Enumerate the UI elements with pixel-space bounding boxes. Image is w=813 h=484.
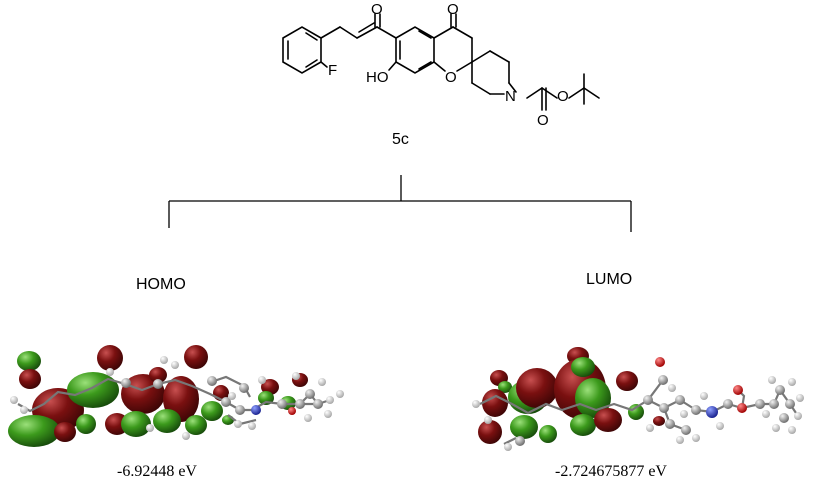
- lumo-orbital-render: [472, 347, 804, 451]
- hydroxyl-label: HO: [366, 69, 389, 86]
- ketone-oxygen-label: O: [371, 1, 383, 18]
- chromanone-oxygen-label: O: [447, 1, 459, 18]
- homo-orbital-render: [8, 345, 344, 447]
- ring-oxygen-label: O: [445, 69, 457, 86]
- chemical-structure-5c: [282, 13, 600, 111]
- compound-label: 5c: [392, 131, 409, 148]
- nitrogen-atom-label: N: [505, 88, 516, 105]
- lumo-label: LUMO: [586, 271, 633, 288]
- homo-label: HOMO: [136, 276, 186, 293]
- lumo-energy: -2.724675877 eV: [555, 463, 667, 480]
- lumo-atoms: [472, 357, 804, 451]
- branch-bracket: [168, 175, 632, 232]
- homo-orbital-lobes: [8, 345, 308, 447]
- homo-energy: -6.92448 eV: [117, 463, 197, 480]
- carbamate-oxygen-label: O: [537, 112, 549, 129]
- homo-atoms: [10, 356, 344, 440]
- lumo-orbital-lobes: [478, 347, 665, 444]
- ester-oxygen-label: O: [557, 88, 569, 105]
- fluorine-atom-label: F: [328, 62, 337, 79]
